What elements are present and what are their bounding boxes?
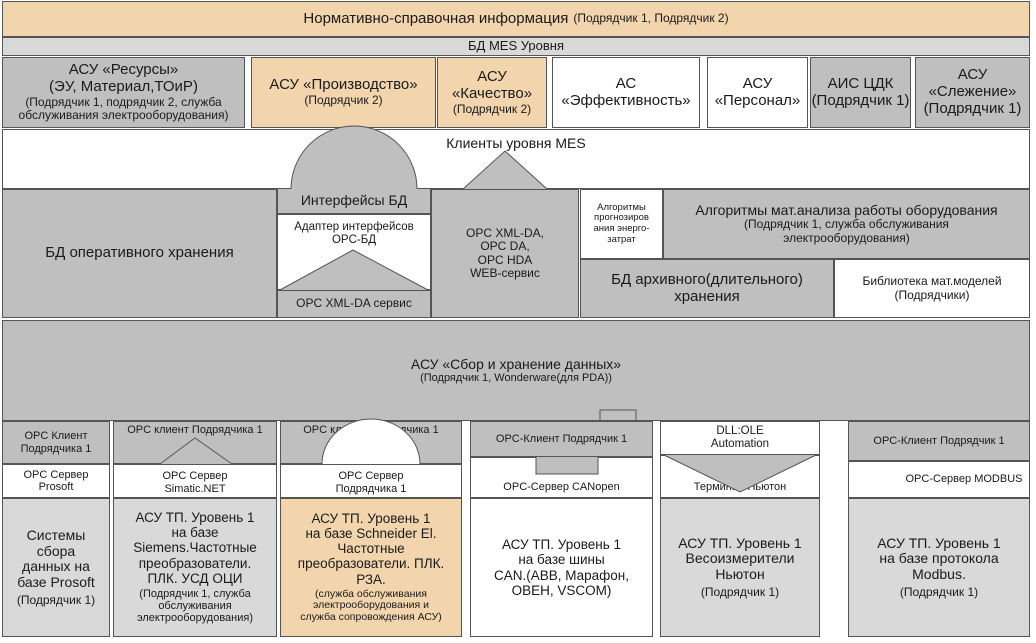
col-siemens-server: OPC Сервер Simatic.NET bbox=[113, 464, 277, 498]
col-newton-server: Терминал Ньютон bbox=[660, 455, 820, 498]
opc-xml-service-block: OPC XML-DA сервис bbox=[277, 290, 431, 318]
nsi-title: Нормативно-справочная информация bbox=[303, 9, 569, 27]
server-title: OPC Сервер Prosoft bbox=[23, 468, 89, 493]
data-collection-contractors: (Подрядчик 1, Wonderware(для PDA)) bbox=[420, 372, 612, 385]
system-contractors: (Подрядчик 2) bbox=[304, 93, 383, 108]
col-schneider-server: OPC Сервер Подрядчика 1 bbox=[280, 464, 462, 498]
col-canopen-client: OPC-Клиент Подрядчик 1 bbox=[470, 421, 653, 457]
system-title: АСУ «Производство» bbox=[269, 76, 418, 94]
col-prosoft-server: OPC Сервер Prosoft bbox=[2, 464, 110, 498]
server-title: OPC-Сервер CANopen bbox=[503, 480, 620, 493]
system-personnel: АСУ «Персонал» bbox=[707, 57, 808, 128]
nsi-block: Нормативно-справочная информация (Подряд… bbox=[2, 1, 1030, 37]
server-title: OPC Сервер Подрядчика 1 bbox=[335, 470, 407, 495]
col-prosoft-client: OPC Клиент Подрядчика 1 bbox=[2, 421, 110, 464]
model-library-block: Библиотека мат.моделей (Подрядчики) bbox=[834, 259, 1030, 318]
bd-mes-title: БД MES Уровня bbox=[468, 38, 564, 54]
algo-math-contractors: (Подрядчик 1, служба обслуживания электр… bbox=[744, 217, 949, 245]
system-production: АСУ «Производство» (Подрядчик 2) bbox=[251, 57, 436, 128]
bd-archive-block: БД архивного(длительного) хранения bbox=[580, 259, 834, 318]
system-title: АСУ ТП. Уровень 1 на базе протокола Modb… bbox=[877, 534, 1001, 583]
client-title: OPC клиент Подрядчика 1 bbox=[127, 424, 263, 436]
bd-operational-block: БД оперативного хранения bbox=[2, 189, 277, 318]
system-resources: АСУ «Ресурсы» (ЭУ, Материал,ТОиР) (Подря… bbox=[2, 57, 245, 128]
bd-mes-block: БД MES Уровня bbox=[2, 37, 1030, 56]
mes-clients-block: Клиенты уровня MES bbox=[2, 129, 1030, 189]
system-contractors: (Подрядчик 2) bbox=[452, 101, 532, 116]
db-interfaces-title: Интерфейсы БД bbox=[300, 192, 408, 209]
system-contractors: (Подрядчик 1, служба обслуживания электр… bbox=[137, 587, 253, 625]
col-schneider-system: АСУ ТП. Уровень 1 на базе Schneider El. … bbox=[280, 498, 462, 637]
col-canopen-server: OPC-Сервер CANopen bbox=[470, 457, 653, 498]
data-collection-block: АСУ «Сбор и хранение данных» (Подрядчик … bbox=[2, 320, 1030, 421]
server-title: OPC-Сервер MODBUS bbox=[905, 473, 1023, 486]
col-siemens-system: АСУ ТП. Уровень 1 на базе Siemens.Частот… bbox=[113, 498, 277, 637]
system-title: Системы сбора данных на базе Prosoft bbox=[17, 526, 95, 590]
col-newton-client: DLL:OLE Automation bbox=[660, 421, 820, 455]
col-canopen-system: АСУ ТП. Уровень 1 на базе шины CAN.(ABB,… bbox=[470, 498, 653, 637]
system-title: АИС ЦДК (Подрядчик 1) bbox=[811, 74, 910, 109]
algo-math-block: Алгоритмы мат.анализа работы оборудовани… bbox=[663, 189, 1030, 259]
col-siemens-client: OPC клиент Подрядчика 1 bbox=[113, 421, 277, 464]
bd-archive-title: БД архивного(длительного) хранения bbox=[611, 270, 803, 305]
nsi-contractors: (Подрядчик 1, Подрядчик 2) bbox=[573, 11, 729, 26]
model-library-contractors: (Подрядчики) bbox=[894, 287, 970, 302]
system-title: АСУ ТП. Уровень 1 на базе шины CAN.(ABB,… bbox=[493, 537, 629, 598]
model-library-title: Библиотека мат.моделей bbox=[862, 274, 1002, 289]
data-collection-title: АСУ «Сбор и хранение данных» bbox=[410, 355, 622, 372]
col-schneider-client: OPC клиент Подрядчика 1 bbox=[280, 421, 462, 464]
col-modbus-system: АСУ ТП. Уровень 1 на базе протокола Modb… bbox=[848, 498, 1030, 637]
system-contractors: (служба обслуживания электрооборудования… bbox=[300, 587, 442, 624]
system-title: АС «Эффективность» bbox=[561, 74, 691, 109]
opc-xml-service-title: OPC XML-DA сервис bbox=[296, 296, 412, 311]
algo-forecast-block: Алгоритмы прогнозиров ания энерго- затра… bbox=[580, 189, 663, 259]
col-newton-system: АСУ ТП. Уровень 1 Весоизмерители Ньютон … bbox=[660, 498, 820, 637]
algo-forecast-title: Алгоритмы прогнозиров ания энерго- затра… bbox=[593, 201, 650, 245]
system-contractors: (Подрядчик 1) bbox=[700, 584, 780, 599]
system-contractors: (Подрядчик 1) bbox=[16, 592, 96, 607]
db-interfaces-block: Интерфейсы БД bbox=[277, 189, 431, 214]
algo-math-title: Алгоритмы мат.анализа работы оборудовани… bbox=[695, 201, 998, 218]
system-title: АСУ ТП. Уровень 1 Весоизмерители Ньютон bbox=[678, 534, 802, 583]
system-title: АСУ ТП. Уровень 1 на базе Schneider El. … bbox=[297, 511, 445, 587]
adapter-block: Адаптер интерфейсов OPC-БД bbox=[277, 214, 431, 290]
system-quality: АСУ «Качество» (Подрядчик 2) bbox=[437, 57, 547, 128]
client-title: OPC-Клиент Подрядчик 1 bbox=[495, 432, 628, 445]
opc-protocols-list: OPC XML-DA, OPC DA, OPC HDA WEB-сервис bbox=[465, 225, 544, 280]
adapter-title: Адаптер интерфейсов OPC-БД bbox=[294, 221, 414, 246]
system-title: АСУ «Ресурсы» (ЭУ, Материал,ТОиР) bbox=[49, 61, 198, 96]
mes-clients-title: Клиенты уровня MES bbox=[446, 135, 586, 151]
col-modbus-server: OPC-Сервер MODBUS bbox=[848, 461, 1030, 498]
opc-protocols-block: OPC XML-DA, OPC DA, OPC HDA WEB-сервис bbox=[431, 189, 579, 318]
client-title: DLL:OLE Automation bbox=[710, 425, 770, 450]
server-title: OPC Сервер Simatic.NET bbox=[162, 470, 228, 495]
client-title: OPC клиент Подрядчика 1 bbox=[303, 424, 439, 436]
system-title: АСУ «Слежение» (Подрядчик 1) bbox=[923, 66, 1022, 117]
client-title: OPC-Клиент Подрядчик 1 bbox=[873, 434, 1005, 447]
system-contractors: (Подрядчик 1, подрядчик 2, служба обслуж… bbox=[18, 94, 229, 123]
system-title: АСУ ТП. Уровень 1 на базе Siemens.Частот… bbox=[133, 510, 257, 586]
system-title: АСУ «Персонал» bbox=[714, 74, 801, 109]
col-modbus-client: OPC-Клиент Подрядчик 1 bbox=[848, 421, 1030, 461]
client-title: OPC Клиент Подрядчика 1 bbox=[20, 430, 92, 455]
system-title: АСУ «Качество» bbox=[451, 67, 533, 102]
bd-operational-title: БД оперативного хранения bbox=[45, 244, 234, 262]
system-contractors: (Подрядчик 1) bbox=[899, 584, 979, 599]
system-ais-cdk: АИС ЦДК (Подрядчик 1) bbox=[810, 57, 911, 128]
system-efficiency: АС «Эффективность» bbox=[552, 57, 700, 128]
col-prosoft-system: Системы сбора данных на базе Prosoft (По… bbox=[2, 498, 110, 637]
system-tracking: АСУ «Слежение» (Подрядчик 1) bbox=[915, 57, 1030, 128]
server-title: Терминал Ньютон bbox=[693, 480, 787, 493]
